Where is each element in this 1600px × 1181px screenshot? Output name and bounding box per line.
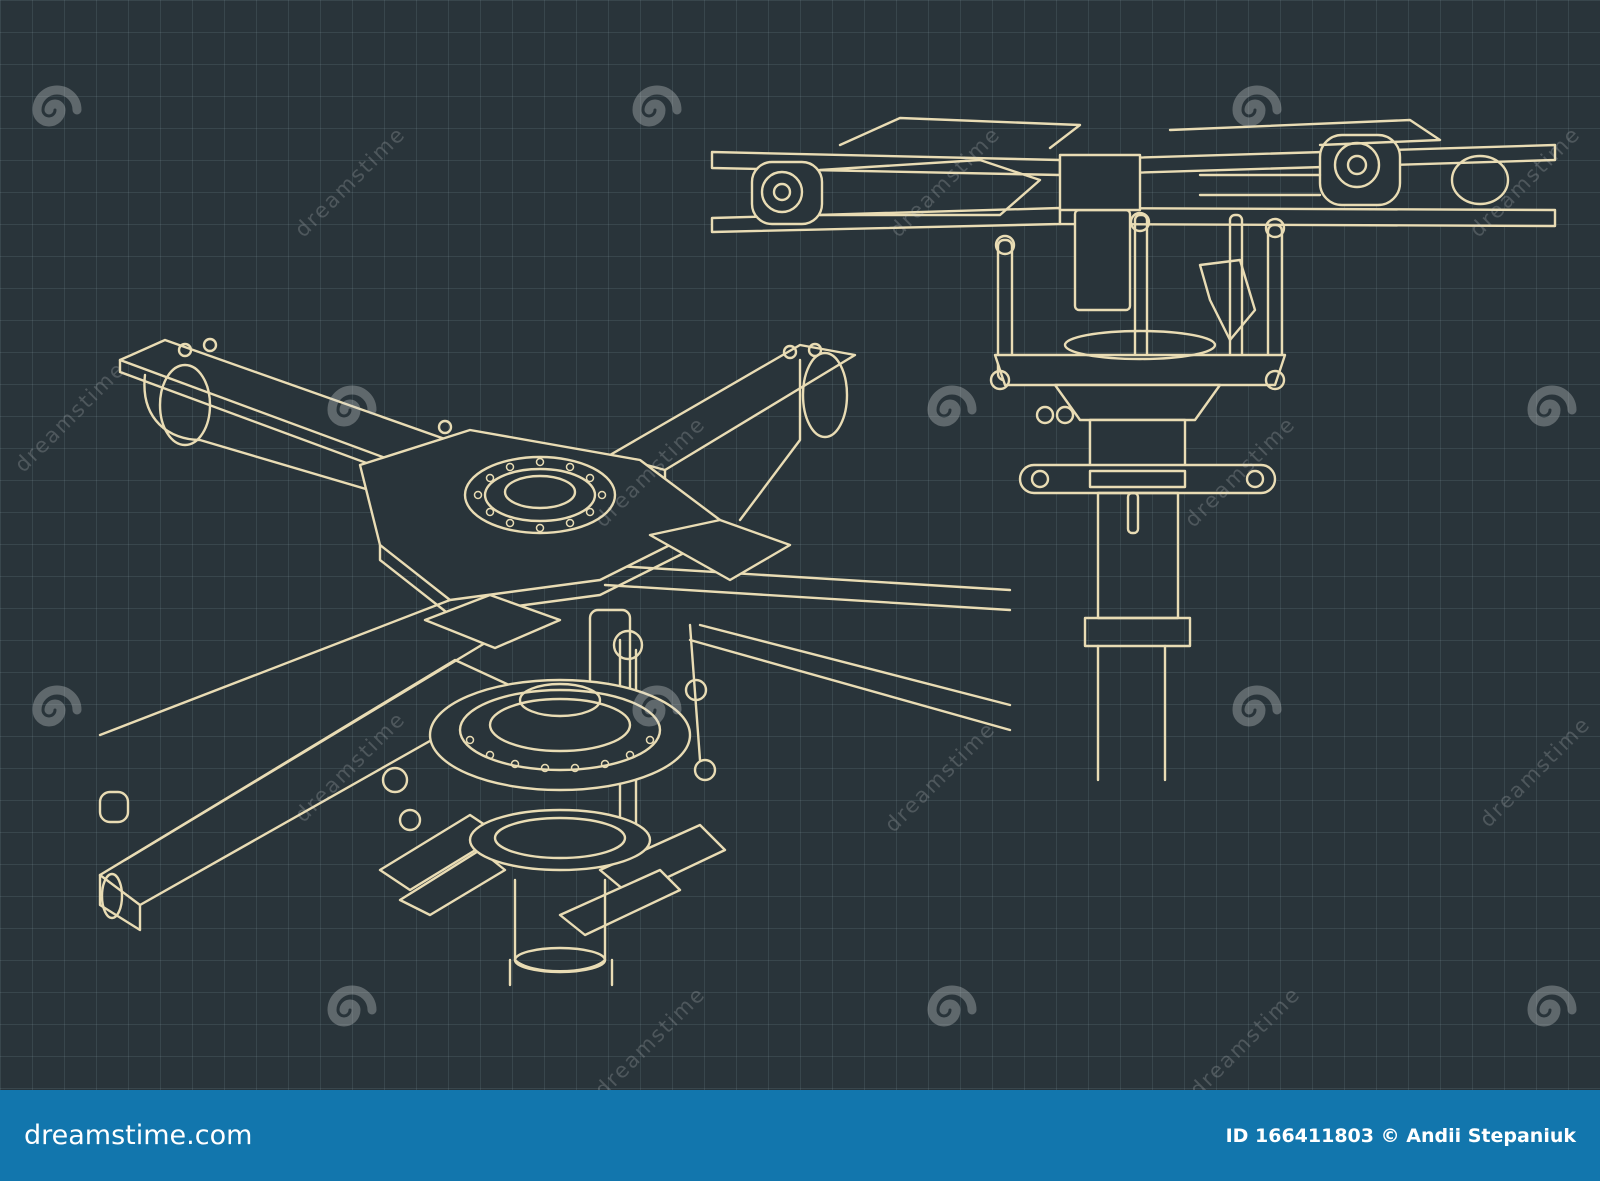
image-id: ID 166411803 bbox=[1225, 1124, 1374, 1147]
copyright-symbol: © bbox=[1380, 1124, 1400, 1147]
spiral-logo-icon bbox=[927, 385, 977, 427]
watermark-spirals bbox=[32, 85, 1577, 1027]
spiral-logo-icon bbox=[327, 385, 377, 427]
isometric-rotor-hub bbox=[98, 337, 1012, 987]
author-name[interactable]: Andii Stepaniuk bbox=[1406, 1124, 1576, 1147]
footer-credit: ID 166411803 © Andii Stepaniuk bbox=[1226, 1125, 1576, 1147]
rotor-drawing bbox=[32, 85, 1577, 1027]
spiral-logo-icon bbox=[32, 685, 82, 727]
spiral-logo-icon bbox=[327, 985, 377, 1027]
spiral-logo-icon bbox=[1232, 685, 1282, 727]
footer-bar: dreamstime.com ID 166411803 © Andii Step… bbox=[0, 1090, 1600, 1181]
footer-brand[interactable]: dreamstime.com bbox=[24, 1120, 253, 1151]
spiral-logo-icon bbox=[927, 985, 977, 1027]
spiral-logo-icon bbox=[1527, 385, 1577, 427]
spiral-logo-icon bbox=[632, 685, 682, 727]
side-view-rotor-head bbox=[710, 116, 1557, 782]
spiral-logo-icon bbox=[1232, 85, 1282, 127]
blueprint-canvas: dreamstime dreamstime dreamstime dreamst… bbox=[0, 0, 1600, 1102]
spiral-logo-icon bbox=[1527, 985, 1577, 1027]
spiral-logo-icon bbox=[632, 85, 682, 127]
spiral-logo-icon bbox=[32, 85, 82, 127]
